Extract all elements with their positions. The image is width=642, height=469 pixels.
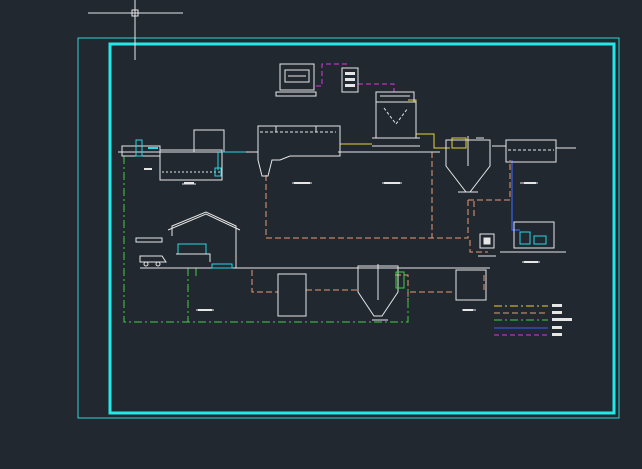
line-type-legend (494, 304, 572, 336)
legend-label-bar (552, 304, 562, 307)
dosing-unit[interactable] (478, 233, 496, 257)
supernatant-tank[interactable] (455, 269, 487, 311)
inner-drawing-border (108, 42, 616, 415)
control-panel-icon[interactable] (341, 67, 359, 93)
legend-label-bar (552, 311, 562, 314)
magenta-control-lines (316, 63, 395, 92)
equalization-tank[interactable] (159, 129, 225, 185)
aeration-tank[interactable] (372, 91, 420, 184)
control-monitor-icon[interactable] (275, 63, 317, 97)
legend-label-bar (552, 333, 562, 336)
crosshair-cursor-icon (88, 0, 183, 60)
unit-label-bars (144, 168, 538, 311)
legend-label-bar (552, 318, 572, 321)
sludge-return-lines (251, 152, 511, 300)
sludge-thickener[interactable] (357, 264, 405, 321)
secondary-clarifier[interactable] (445, 136, 491, 193)
legend-label-bar (552, 326, 562, 329)
hydrolysis-tank[interactable] (257, 125, 341, 184)
sludge-tank[interactable] (277, 273, 307, 317)
pump-room[interactable] (500, 221, 566, 263)
blue-process-line (511, 160, 520, 231)
yellow-air-line (340, 99, 450, 149)
top-process-baseline (118, 145, 576, 153)
inlet-channel[interactable] (121, 139, 161, 157)
equalization-tank-pipe (217, 151, 246, 170)
clear-water-tank[interactable] (505, 139, 557, 184)
dewatering-house[interactable] (135, 211, 241, 311)
outer-sheet-frame (77, 37, 620, 419)
green-process-lines (123, 156, 409, 323)
